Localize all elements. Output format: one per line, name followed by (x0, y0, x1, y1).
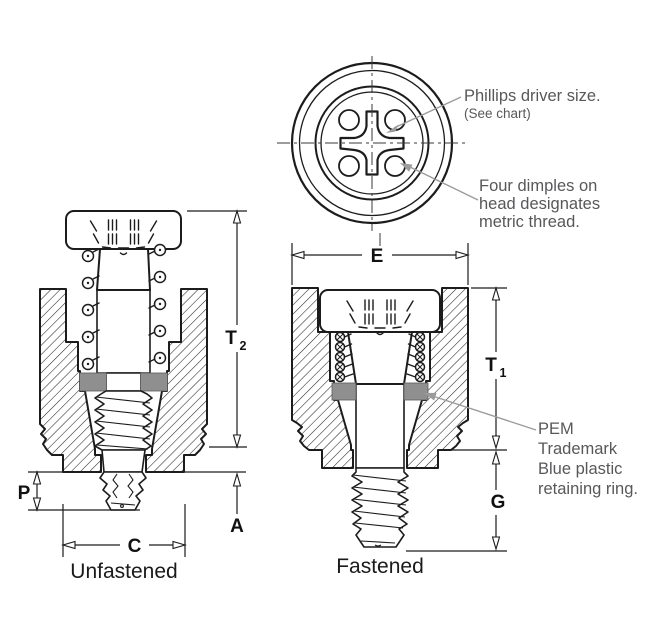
dimples-note-line3: metric thread. (479, 213, 580, 231)
spring-wire-sections (81, 243, 167, 371)
housing-right-wall (145, 288, 208, 473)
shank-ring-groove (105, 372, 142, 392)
ring-note-line1: PEM (538, 420, 574, 438)
e-arrow-left (290, 250, 305, 260)
retaining-ring-left-section (331, 382, 357, 401)
retaining-ring-left-section (79, 372, 107, 392)
p-arrow-up (32, 470, 42, 485)
metric-dimple (338, 155, 360, 177)
retaining-ring-right-section (140, 372, 168, 392)
t2-label-sub: 2 (240, 339, 247, 353)
ring-note-line3: Blue plastic (538, 460, 622, 478)
a-label: A (230, 516, 244, 537)
leader-arrowhead (386, 124, 399, 133)
a-arrow-up (232, 472, 242, 487)
fastened-label: Fastened (336, 555, 424, 578)
t2-arrow-up (232, 209, 242, 224)
stud-exit-cone (101, 449, 146, 473)
c-arrow-left (61, 540, 76, 550)
spring-wire-sections (334, 331, 426, 383)
p-arrow-down (32, 497, 42, 512)
ring-note-line2: Trademark (538, 440, 618, 458)
compressed-spring (334, 331, 426, 383)
screw-shank (96, 289, 151, 374)
t1-label: T (485, 355, 497, 376)
pilot-thread-detail (110, 473, 136, 506)
phillips-recess (339, 110, 405, 176)
t2-label: T (225, 328, 237, 349)
g-arrow-down (491, 536, 501, 551)
fastened-view (291, 233, 469, 548)
phillips-note-line2: (See chart) (464, 106, 531, 121)
housing-right-wall (406, 287, 469, 469)
unfastened-label: Unfastened (70, 560, 177, 583)
screw-neck (347, 331, 413, 385)
retaining-ring-annotation: PEM Trademark Blue plastic retaining rin… (424, 392, 638, 498)
ring-note-line4: retaining ring. (538, 480, 638, 498)
e-arrow-right (455, 250, 470, 260)
housing-left-wall (291, 287, 354, 469)
phillips-note-line1: Phillips driver size. (464, 87, 601, 105)
screw-head (65, 210, 182, 250)
leader-line (393, 96, 462, 129)
phillips-annotation: Phillips driver size. (See chart) (386, 87, 601, 133)
leader-arrowhead (400, 163, 413, 172)
screw-head (319, 289, 441, 333)
spring-wire-crosses (336, 333, 424, 381)
spring-coil-connectors (343, 333, 417, 378)
metric-dimple (338, 109, 360, 131)
e-label: E (371, 246, 384, 267)
t1-arrow-up (491, 286, 501, 301)
t1-label-sub: 1 (500, 366, 507, 380)
housing-left-wall (39, 288, 102, 473)
t2-arrow-down (232, 434, 242, 449)
pilot-tip-mark (120, 504, 124, 508)
c-arrow-right (172, 540, 187, 550)
t1-arrow-down (491, 435, 501, 450)
fastened-dimensions: E T 1 G Fastened (290, 243, 507, 578)
p-label: P (18, 483, 31, 504)
leader-line (433, 395, 537, 431)
head-rim-inner-circle (298, 69, 446, 217)
top-view (277, 56, 467, 231)
spring-coil (81, 243, 167, 371)
leader-arrowhead (424, 392, 437, 401)
thread-flanks (95, 396, 151, 450)
retaining-ring-right-section (403, 382, 429, 401)
unfastened-view (39, 210, 208, 511)
leader-line (408, 165, 479, 201)
c-extension-lines (62, 504, 186, 557)
dimples-note-line1: Four dimples on (479, 177, 597, 195)
dimples-annotation: Four dimples on head designates metric t… (400, 163, 600, 231)
e-extension-lines (291, 243, 469, 285)
g-arrow-up (491, 450, 501, 465)
unfastened-dimensions: T 2 P A C Unfastened (18, 209, 247, 583)
metric-dimple (384, 155, 406, 177)
screw-shank (355, 383, 405, 469)
dimples-note-line2: head designates (479, 195, 600, 213)
spring-coil-stubs (90, 248, 156, 363)
thread-flanks (352, 474, 407, 547)
c-label: C (128, 536, 142, 557)
t1-extension-lines (445, 287, 507, 451)
p-extension-lines (28, 471, 140, 511)
g-label: G (491, 492, 506, 513)
